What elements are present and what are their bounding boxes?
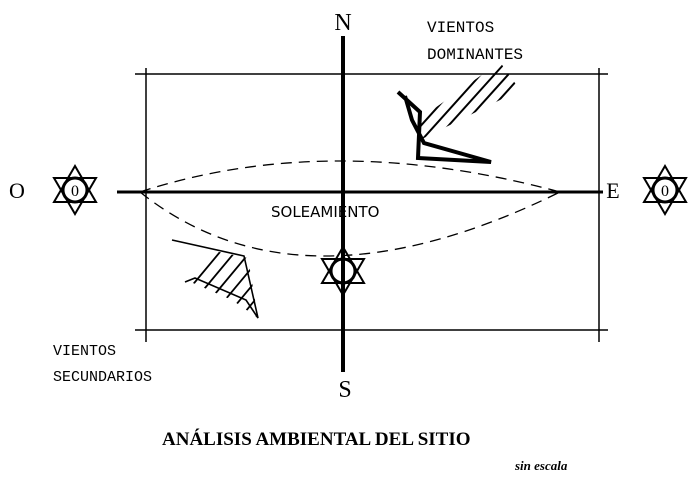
dominant-winds-label-line1: VIENTOS bbox=[427, 19, 494, 37]
north-label: N bbox=[334, 10, 351, 36]
scale-note: sin escala bbox=[514, 458, 568, 473]
secondary-wind-arrow-icon bbox=[171, 239, 259, 319]
site-boundary bbox=[135, 68, 608, 342]
dominant-winds-label-line2: DOMINANTES bbox=[427, 46, 523, 64]
dominant-wind-arrow-icon bbox=[396, 62, 520, 164]
east-label: E bbox=[606, 178, 619, 203]
sun-zenith-icon bbox=[320, 245, 366, 297]
south-label: S bbox=[338, 377, 351, 403]
secondary-winds-label-line1: VIENTOS bbox=[53, 343, 116, 360]
sun-west-glyph: 0 bbox=[71, 183, 79, 200]
sun-path-upper-arc bbox=[139, 160, 561, 193]
sun-west-icon: 0 bbox=[52, 164, 98, 216]
sun-east-icon: 0 bbox=[642, 164, 688, 216]
sun-path-label: SOLEAMIENTO bbox=[271, 203, 379, 221]
sun-east-glyph: 0 bbox=[661, 183, 669, 200]
west-label: O bbox=[9, 178, 25, 203]
sun-path-lower-arc bbox=[139, 191, 561, 257]
secondary-winds-label-line2: SECUNDARIOS bbox=[53, 369, 152, 386]
diagram-title: ANÁLISIS AMBIENTAL DEL SITIO bbox=[162, 428, 471, 450]
